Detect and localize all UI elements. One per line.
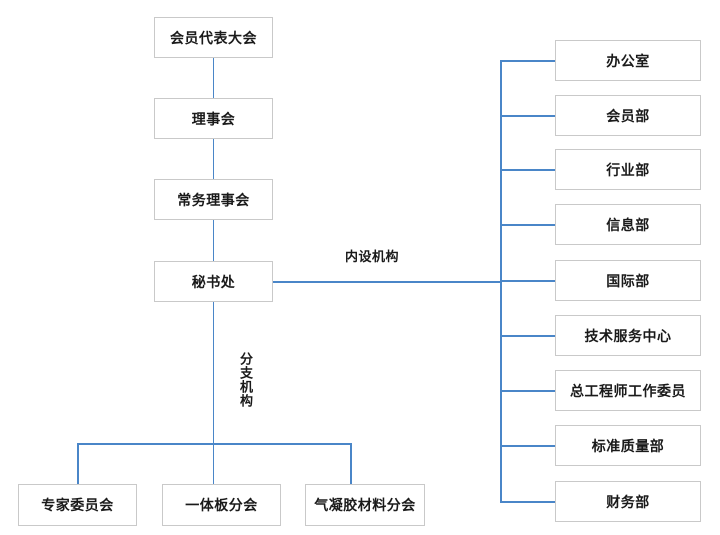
dept-chief-engineer-committee[interactable]: 总工程师工作委员 xyxy=(555,370,701,411)
dept-membership[interactable]: 会员部 xyxy=(555,95,701,136)
connector-drop-aerogel-material xyxy=(350,443,352,484)
connector-assembly-to-council xyxy=(212,58,215,98)
node-general-assembly[interactable]: 会员代表大会 xyxy=(154,17,273,58)
connector-branch-dept-finance xyxy=(500,501,555,503)
connector-branch-dept-membership xyxy=(500,115,555,117)
dept-information[interactable]: 信息部 xyxy=(555,204,701,245)
connector-drop-integrated-panel xyxy=(212,443,215,484)
connector-branch-dept-international xyxy=(500,280,555,282)
dept-industry[interactable]: 行业部 xyxy=(555,149,701,190)
connector-branch-dept-chief-engineer-committee xyxy=(500,390,555,392)
connector-branch-dept-tech-service-center xyxy=(500,335,555,337)
label-internal-departments: 内设机构 xyxy=(345,249,400,264)
dept-office[interactable]: 办公室 xyxy=(555,40,701,81)
connector-branch-dept-information xyxy=(500,224,555,226)
dept-standards-quality[interactable]: 标准质量部 xyxy=(555,425,701,466)
dept-tech-service-center[interactable]: 技术服务中心 xyxy=(555,315,701,356)
connector-council-to-standing-council xyxy=(212,139,215,179)
node-secretariat[interactable]: 秘书处 xyxy=(154,261,273,302)
dept-finance[interactable]: 财务部 xyxy=(555,481,701,522)
connector-branch-dept-office xyxy=(500,60,555,62)
dept-international[interactable]: 国际部 xyxy=(555,260,701,301)
connector-secretariat-to-branches-trunk xyxy=(212,302,215,444)
label-branches: 分支机构 xyxy=(238,352,253,408)
node-council[interactable]: 理事会 xyxy=(154,98,273,139)
node-standing-council[interactable]: 常务理事会 xyxy=(154,179,273,220)
branch-expert-committee[interactable]: 专家委员会 xyxy=(18,484,137,526)
connector-drop-expert-committee xyxy=(77,443,79,484)
connector-branch-dept-industry xyxy=(500,169,555,171)
branch-integrated-panel[interactable]: 一体板分会 xyxy=(162,484,281,526)
connector-standing-council-to-secretariat xyxy=(212,220,215,261)
branch-aerogel-material[interactable]: 气凝胶材料分会 xyxy=(305,484,425,526)
connector-branch-dept-standards-quality xyxy=(500,445,555,447)
connector-secretariat-to-internal-trunk xyxy=(273,281,501,283)
